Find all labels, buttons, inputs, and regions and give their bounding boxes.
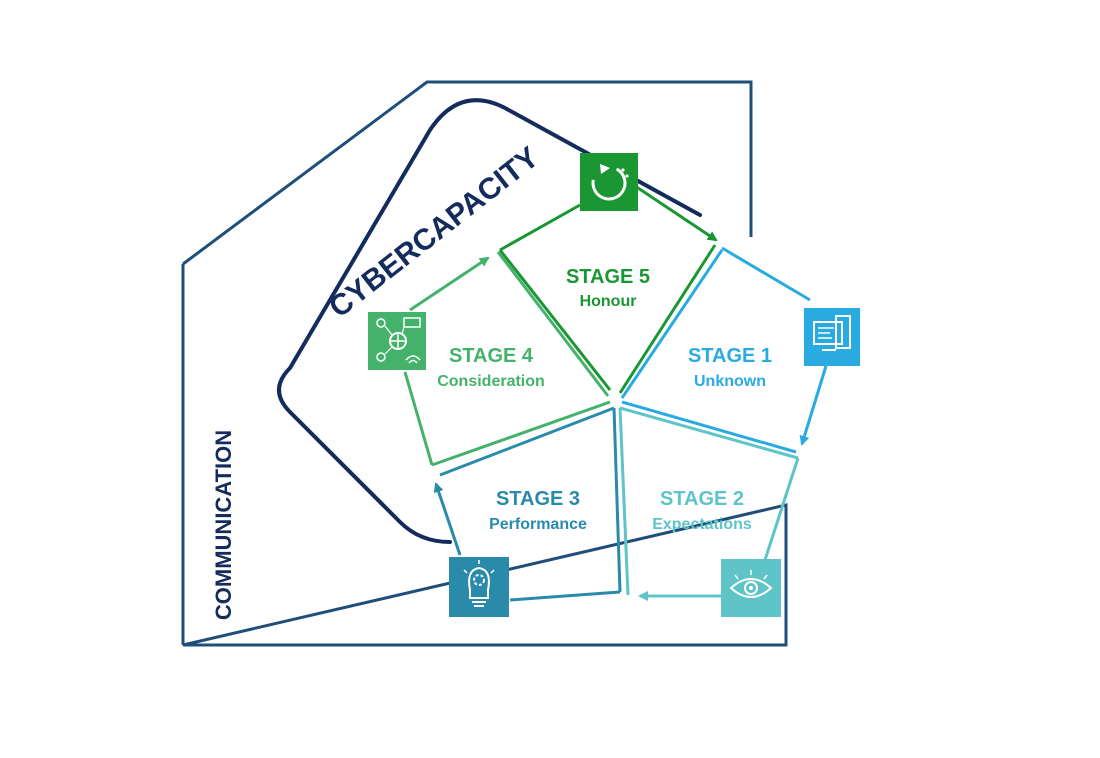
stage3-edge-top	[439, 406, 615, 477]
stage5-arrow	[634, 184, 718, 242]
stage2-title: STAGE 2	[660, 488, 744, 510]
stage5-edge-top	[499, 203, 581, 252]
stage1-edge-top	[721, 246, 811, 302]
stage1-title: STAGE 1	[688, 345, 772, 367]
stage4-edge-bottom	[431, 400, 611, 467]
eye-icon	[721, 559, 781, 617]
cybercapacity-frame	[277, 98, 702, 544]
stage2-edge-left	[618, 407, 630, 596]
stage4-edge-left	[403, 371, 434, 466]
communication-label: COMMUNICATION	[211, 430, 236, 620]
stage3-title: STAGE 3	[496, 488, 580, 510]
stage1-edge-bottom	[621, 400, 797, 454]
stage2-subtitle: Expectations	[652, 516, 752, 533]
stage3-arrow	[433, 482, 462, 556]
stage4-arrow	[409, 256, 490, 312]
stage1-arrow	[799, 365, 828, 446]
cybercapacity-label: CYBERCAPACITY	[323, 141, 545, 325]
stage3-edge-bottom	[509, 590, 621, 602]
stage1-edge-left	[620, 249, 724, 399]
network-people-icon	[368, 312, 426, 370]
stage5-edge-right	[618, 244, 717, 394]
stage3-subtitle: Performance	[489, 516, 587, 533]
stage1-subtitle: Unknown	[694, 373, 766, 390]
stage2-edge-top	[619, 406, 799, 460]
refresh-cycle-icon	[580, 153, 638, 211]
stage4-title: STAGE 4	[449, 345, 534, 367]
stage4-subtitle: Consideration	[437, 373, 545, 390]
lightbulb-gear-icon	[449, 557, 509, 617]
stage3-edge-right	[612, 407, 622, 593]
stage5-subtitle: Honour	[580, 293, 637, 310]
stage5-title: STAGE 5	[566, 266, 650, 288]
stage5-edge-left	[498, 249, 612, 391]
computer-screen-icon	[804, 308, 860, 366]
stage4-edge-right	[496, 251, 610, 397]
stage2-edge-right	[763, 457, 800, 561]
